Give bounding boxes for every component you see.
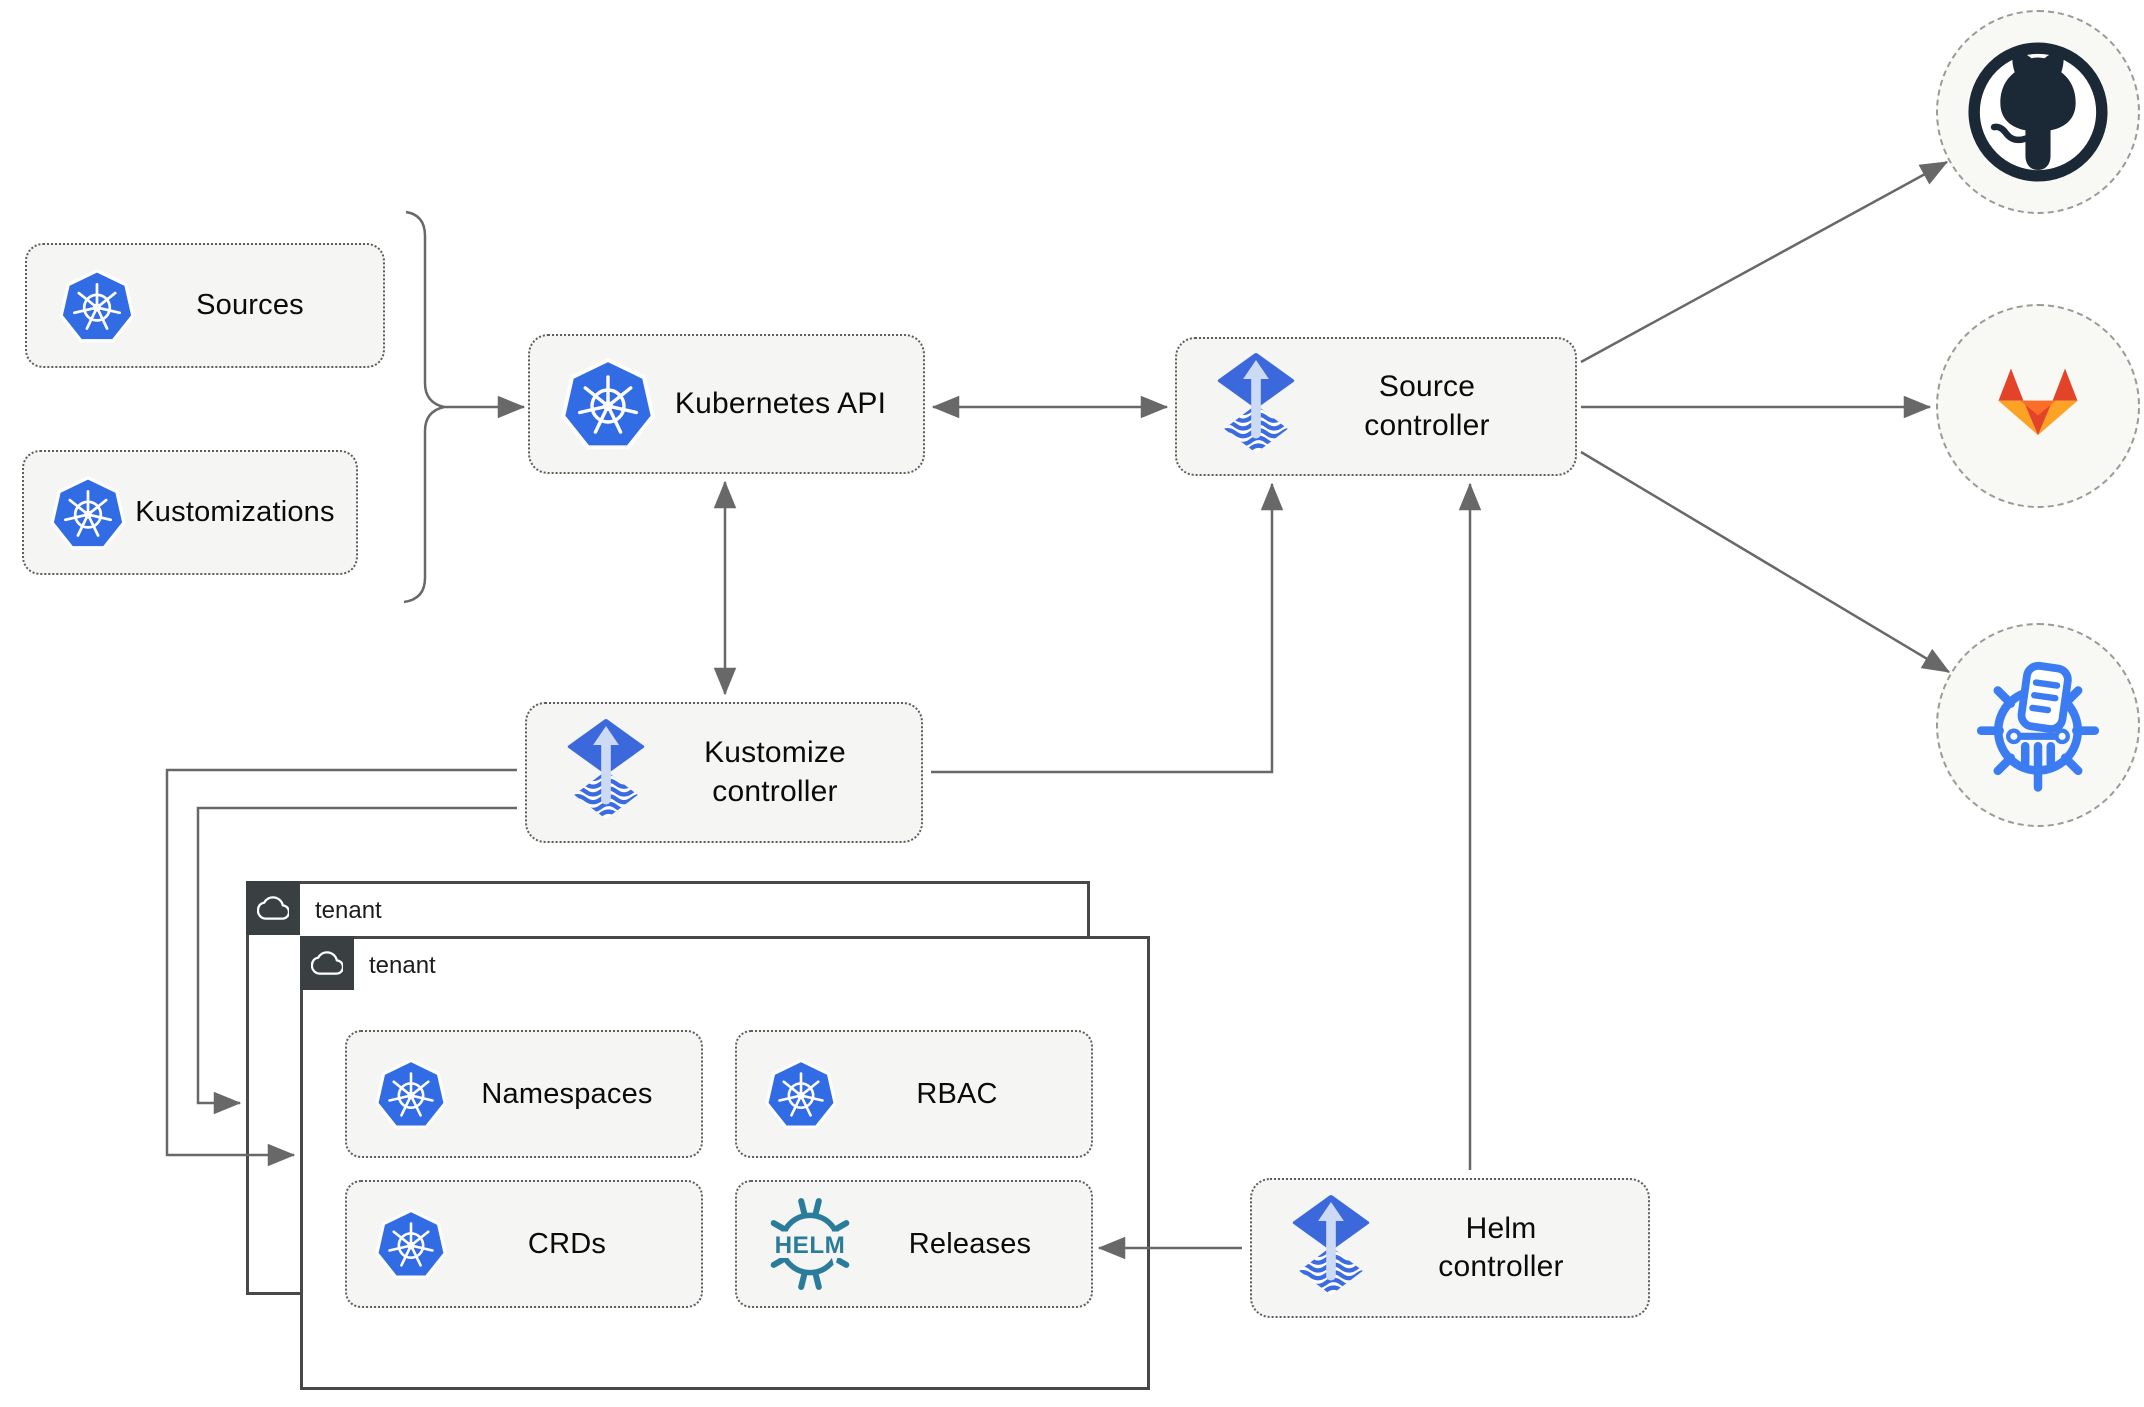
endpoint-gitlab <box>1936 304 2140 508</box>
node-label: CRDs <box>527 1227 607 1260</box>
kubernetes-icon <box>373 1056 449 1132</box>
node-sources: Sources <box>25 243 385 368</box>
node-label: Source controller <box>1364 370 1490 442</box>
cloud-icon <box>311 947 343 979</box>
node-label: Releases <box>908 1227 1032 1260</box>
tenant-box-front: tenant <box>300 936 1150 1390</box>
gitlab-icon <box>1998 368 2078 436</box>
cloud-icon <box>257 892 289 924</box>
node-releases: HELM Releases <box>735 1180 1093 1308</box>
node-namespaces: Namespaces <box>345 1030 703 1158</box>
node-kustomizations: Kustomizations <box>22 450 358 575</box>
flux-icon <box>1213 353 1299 460</box>
bracket-sources-kustomizations <box>403 210 445 604</box>
arrow-kustomize-controller-to-source-controller <box>931 482 1284 774</box>
node-label: RBAC <box>916 1077 998 1110</box>
arrow-source-controller-to-github <box>1580 160 1949 364</box>
node-helm-controller: Helm controller <box>1250 1178 1650 1318</box>
endpoint-helm-repository <box>1936 623 2140 827</box>
node-label: Sources <box>196 289 304 321</box>
github-icon <box>1968 42 2108 182</box>
node-label: Helm controller <box>1438 1211 1564 1283</box>
arrow-source-controller-to-helm-repository <box>1580 450 1951 674</box>
tenant-tab <box>300 936 354 990</box>
kubernetes-icon <box>48 473 128 553</box>
flux-icon <box>1288 1195 1374 1302</box>
node-label: Kustomizations <box>135 496 335 528</box>
tenant-label: tenant <box>315 897 382 924</box>
kubernetes-icon <box>373 1206 449 1282</box>
helm-icon: HELM <box>770 1198 850 1290</box>
node-kubernetes-api: Kubernetes API <box>528 334 925 474</box>
node-kustomize-controller: Kustomize controller <box>525 702 923 843</box>
node-source-controller: Source controller <box>1175 337 1577 476</box>
kubernetes-icon <box>57 266 137 346</box>
kubernetes-icon <box>763 1056 839 1132</box>
node-rbac: RBAC <box>735 1030 1093 1158</box>
node-crds: CRDs <box>345 1180 703 1308</box>
tenant-label: tenant <box>369 952 436 979</box>
node-label: Kustomize controller <box>704 736 846 808</box>
endpoint-github <box>1936 10 2140 214</box>
kubernetes-icon <box>558 354 658 454</box>
helm-logo-text: HELM <box>775 1232 846 1259</box>
node-label: Kubernetes API <box>674 387 887 420</box>
chartmuseum-icon <box>1976 661 2100 792</box>
node-label: Namespaces <box>481 1077 653 1110</box>
tenant-tab <box>246 881 300 935</box>
flux-icon <box>563 719 649 826</box>
